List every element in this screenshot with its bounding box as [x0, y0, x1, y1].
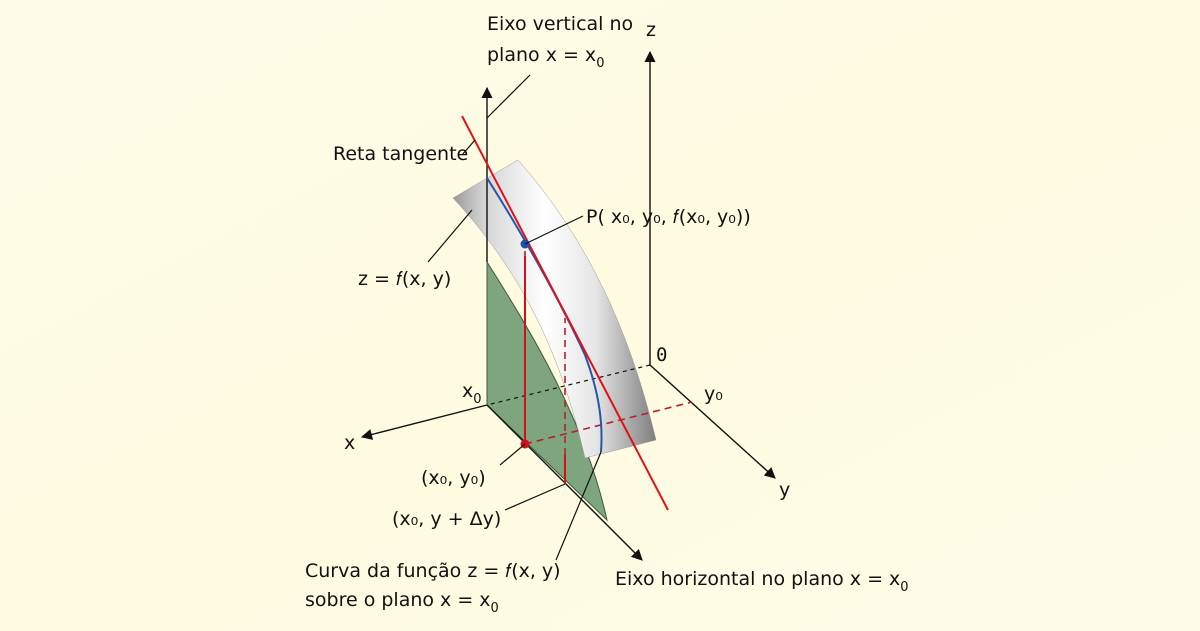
label-axis-z: z — [646, 19, 656, 41]
y0-dashed-line — [524, 401, 693, 445]
label-delta-point: (x₀, y + Δy) — [392, 508, 501, 530]
label-curve-line1: Curva da função z = 𝑓(x, y) — [305, 560, 561, 582]
leader-delta-point — [504, 483, 566, 511]
label-curve-line2: sobre o plano x = x0 — [305, 589, 499, 616]
surface-patch — [452, 159, 657, 459]
label-axis-x: x — [344, 432, 355, 454]
label-vertical-axis-line1: Eixo vertical no — [487, 13, 633, 35]
leader-tangent — [461, 139, 476, 156]
plane-x0 — [486, 260, 608, 522]
label-tangent: Reta tangente — [333, 143, 468, 165]
leader-base-point — [499, 443, 526, 466]
leader-surface — [427, 209, 473, 263]
label-x0: x0 — [462, 380, 482, 407]
x-axis — [360, 404, 488, 440]
label-y0: y₀ — [704, 383, 723, 405]
leader-point-P — [524, 215, 584, 245]
label-axis-y: y — [779, 479, 790, 501]
x-axis-dashed — [486, 364, 651, 406]
label-horizontal-axis: Eixo horizontal no plano x = x0 — [615, 568, 909, 595]
leader-curve — [555, 451, 602, 561]
label-origin: 0 — [656, 344, 667, 366]
label-base-point: (x₀, y₀) — [421, 467, 486, 489]
leader-vertical-axis — [486, 74, 531, 119]
y-axis — [649, 364, 776, 479]
label-surface: z = 𝑓(x, y) — [358, 268, 451, 290]
tangent-line — [461, 115, 669, 511]
label-vertical-axis-line2: plano x = x0 — [487, 44, 604, 71]
label-point-P: P( x₀, y₀, 𝑓(x₀, y₀)) — [586, 206, 751, 228]
